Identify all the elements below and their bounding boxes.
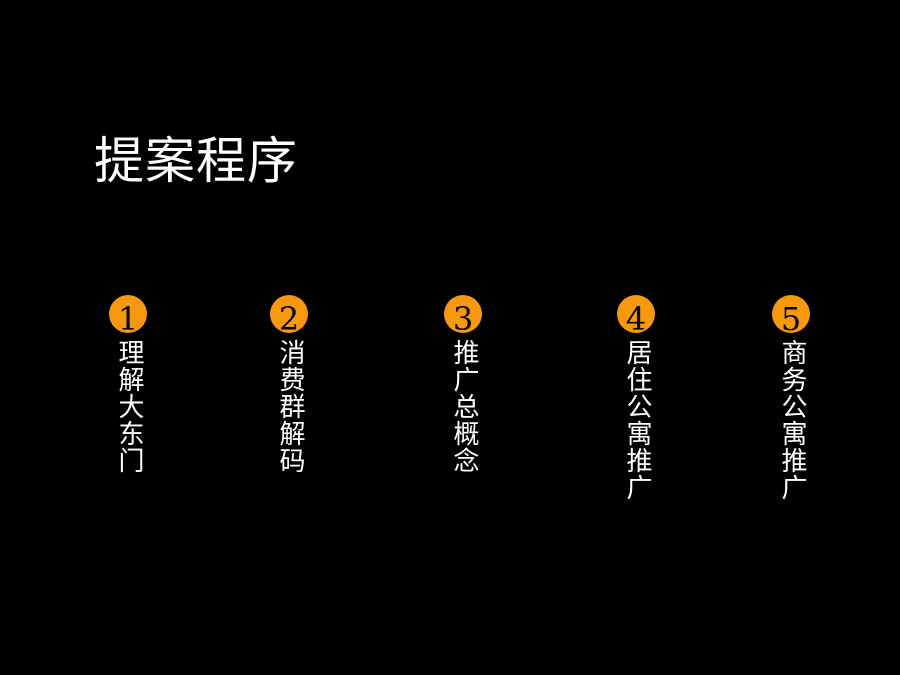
step-label: 商务公寓推广: [777, 339, 807, 501]
step-label: 理解大东门: [114, 339, 144, 474]
slide-title: 提案程序: [94, 132, 298, 190]
step-2: 2 消费群解码: [269, 295, 309, 474]
step-number-circle: 3: [444, 295, 482, 338]
step-number: 3: [452, 300, 474, 338]
step-3: 3 推广总概念: [443, 295, 483, 474]
step-number-circle: 4: [617, 295, 655, 338]
step-label: 消费群解码: [275, 339, 305, 474]
step-number: 5: [780, 300, 802, 338]
step-label: 推广总概念: [449, 339, 479, 474]
step-1: 1 理解大东门: [108, 295, 148, 474]
step-4: 4 居住公寓推广: [616, 295, 656, 501]
step-number-circle: 5: [772, 295, 810, 338]
step-number: 4: [625, 300, 647, 338]
step-5: 5 商务公寓推广: [771, 295, 811, 501]
step-number-circle: 2: [270, 295, 308, 338]
step-number-circle: 1: [109, 295, 147, 338]
step-number: 2: [278, 300, 300, 338]
step-number: 1: [117, 300, 139, 338]
step-label: 居住公寓推广: [622, 339, 652, 501]
